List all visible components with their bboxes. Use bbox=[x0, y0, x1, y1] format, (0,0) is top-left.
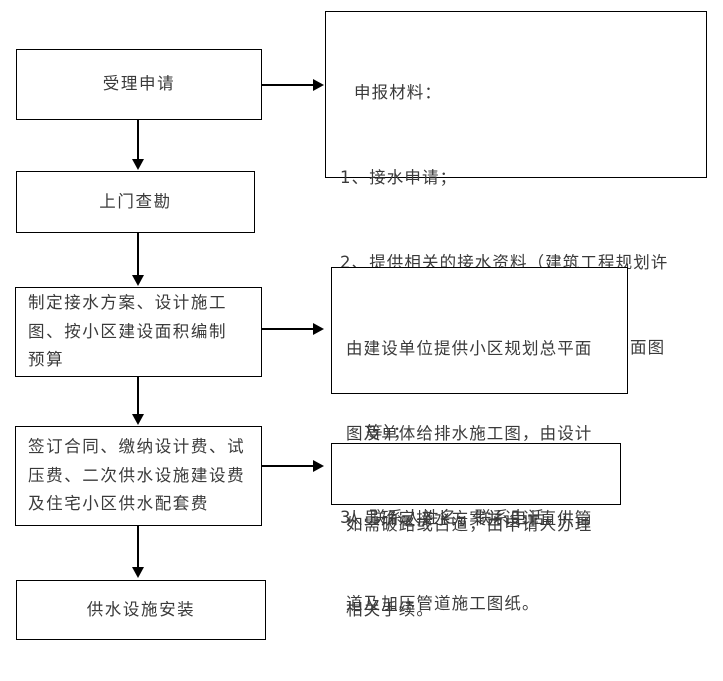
flow-node-accept-label: 受理申请 bbox=[102, 74, 176, 94]
flow-node-survey-label: 上门查勘 bbox=[99, 191, 172, 211]
note-design-line-2: 图及单体给排水施工图，由设计 bbox=[346, 423, 593, 443]
note-materials-line-4: 等）； bbox=[366, 423, 411, 443]
note-road-line-2: 相关手续。 bbox=[346, 599, 434, 619]
connector-accept-to-materials-line bbox=[262, 84, 314, 86]
note-road-line-1: 如需破路或占道，由申请人办理 bbox=[346, 514, 593, 534]
connector-plan-to-contract-arrowhead bbox=[132, 414, 144, 425]
note-box-design[interactable]: 由建设单位提供小区规划总平面 图及单体给排水施工图，由设计 人员确定接水方案并设… bbox=[331, 267, 628, 613]
connector-accept-to-survey-line bbox=[137, 120, 139, 161]
flow-node-contract-label: 签订合同、缴纳设计费、试 压费、二次供水设施建设费 及住宅小区供水配套费 bbox=[28, 436, 246, 514]
connector-plan-to-design-line bbox=[262, 328, 314, 330]
note-design-content: 由建设单位提供小区规划总平面 图及单体给排水施工图，由设计 人员确定接水方案并设… bbox=[346, 278, 617, 675]
flow-node-install-label: 供水设施安装 bbox=[86, 599, 196, 619]
flow-node-contract[interactable]: 签订合同、缴纳设计费、试 压费、二次供水设施建设费 及住宅小区供水配套费 bbox=[15, 426, 262, 526]
note-box-materials[interactable]: 申报材料： 1、接水申请； 2、提供相关的接水资料（建筑工程规划许 可证、发改委… bbox=[325, 11, 707, 527]
note-materials-title: 申报材料： bbox=[354, 82, 442, 102]
connector-plan-to-contract-line bbox=[137, 377, 139, 416]
note-materials-line-5: 3、联系人姓名、联系电话。 bbox=[340, 508, 563, 528]
connector-contract-to-install-arrowhead bbox=[132, 567, 144, 578]
connector-accept-to-survey-arrowhead bbox=[132, 159, 144, 170]
connector-contract-to-road-line bbox=[262, 465, 314, 467]
connector-accept-to-materials-arrowhead bbox=[313, 79, 324, 91]
flow-node-install[interactable]: 供水设施安装 bbox=[16, 580, 266, 640]
connector-plan-to-design-arrowhead bbox=[313, 323, 324, 335]
connector-contract-to-road-arrowhead bbox=[313, 460, 324, 472]
connector-contract-to-install-line bbox=[137, 526, 139, 569]
connector-survey-to-plan-line bbox=[137, 233, 139, 277]
flow-node-plan[interactable]: 制定接水方案、设计施工 图、按小区建设面积编制 预算 bbox=[15, 287, 262, 377]
flow-node-plan-label: 制定接水方案、设计施工 图、按小区建设面积编制 预算 bbox=[28, 292, 228, 370]
note-design-line-4: 道及加压管道施工图纸。 bbox=[346, 594, 540, 614]
flow-node-accept[interactable]: 受理申请 bbox=[16, 49, 262, 120]
note-road-content: 如需破路或占道，由申请人办理 相关手续。 bbox=[346, 454, 610, 681]
flow-node-survey[interactable]: 上门查勘 bbox=[16, 171, 255, 233]
note-box-road[interactable]: 如需破路或占道，由申请人办理 相关手续。 bbox=[331, 443, 621, 619]
note-materials-line-1: 1、接水申请； bbox=[340, 167, 458, 187]
note-design-line-1: 由建设单位提供小区规划总平面 bbox=[346, 338, 593, 358]
connector-survey-to-plan-arrowhead bbox=[132, 275, 144, 286]
note-design-line-3: 人员确定接水方案并设计直供管 bbox=[346, 509, 593, 528]
